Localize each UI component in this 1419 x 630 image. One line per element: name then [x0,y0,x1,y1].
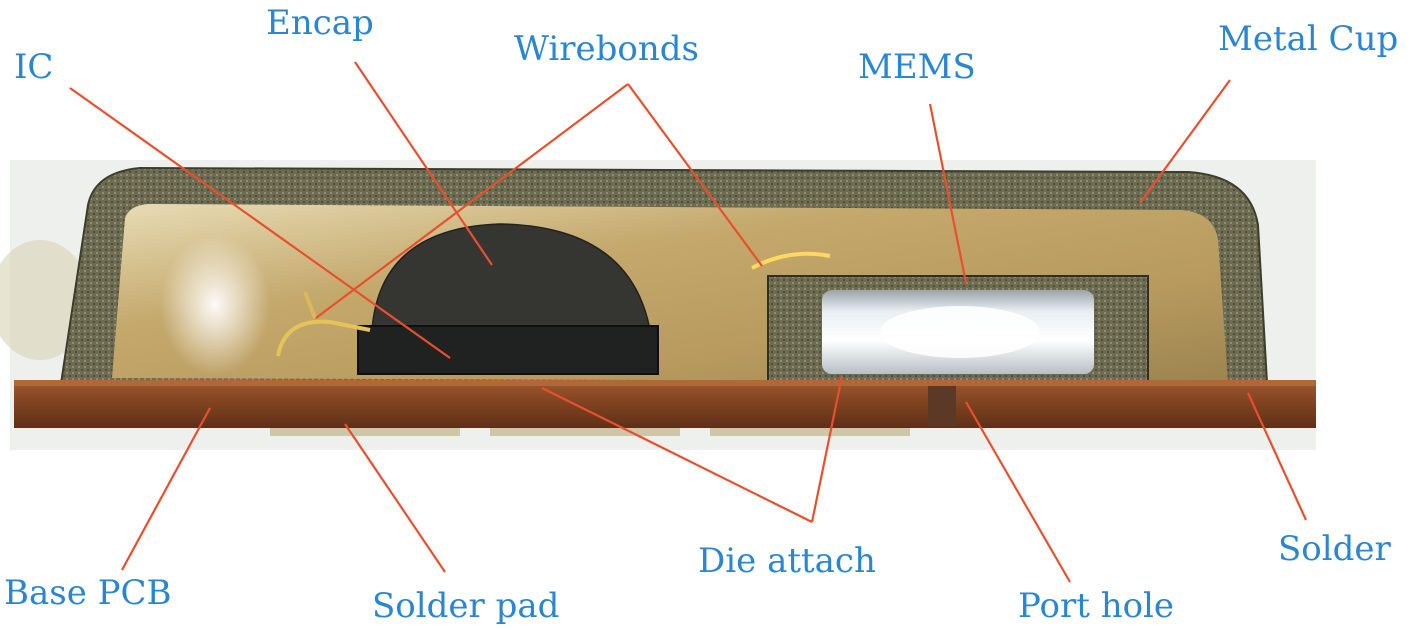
label-solder-pad: Solder pad [372,586,559,626]
leader-wirebonds-left [315,83,629,319]
leader-mems [928,103,968,284]
leader-port-hole [965,401,1071,583]
leader-ic [69,87,451,359]
label-metal-cup: Metal Cup [1218,19,1398,59]
label-port-hole: Port hole [1018,586,1174,626]
solder-pad-3 [710,428,910,436]
port-hole [928,386,956,426]
solder-pad-1 [270,428,460,436]
leader-solder-pad [344,423,446,573]
label-encap: Encap [266,3,374,43]
leader-wirebonds-right [627,83,763,267]
pcb-top-edge [14,380,1316,386]
leader-encap [354,61,493,266]
label-die-attach: Die attach [698,541,876,581]
label-mems: MEMS [858,47,976,87]
wirebond-left [276,319,371,357]
mems-highlight [880,306,1040,358]
leader-metal-cup [1139,79,1231,204]
solder-pad-2 [490,428,680,436]
leader-base-pcb [121,407,211,571]
label-wirebonds: Wirebonds [514,29,699,69]
leader-die-attach-mems [810,375,844,523]
leader-solder [1246,392,1308,521]
label-base-pcb: Base PCB [4,573,172,613]
label-solder: Solder [1278,529,1392,569]
leader-die-attach-ic [541,387,813,523]
background-blur [0,240,90,360]
label-ic: IC [14,47,53,87]
wirebond-pad-left [303,291,317,319]
cavity-reflection [160,235,270,375]
ic-die [357,325,659,375]
encap [371,223,651,331]
base-pcb [14,380,1316,428]
